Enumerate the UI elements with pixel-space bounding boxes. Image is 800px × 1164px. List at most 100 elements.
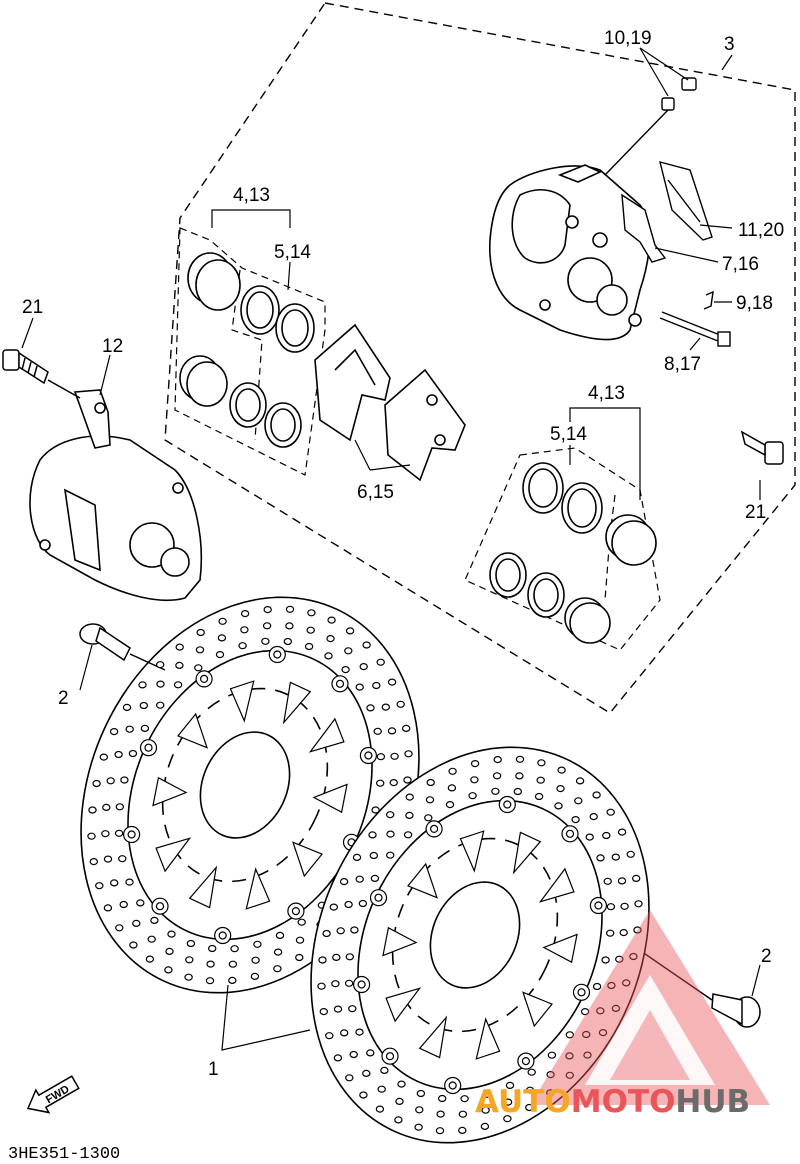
- disc-vent-hole: [376, 753, 386, 761]
- disc-rivet-center: [385, 1052, 395, 1061]
- disc-vent-hole: [295, 936, 305, 944]
- disc-vent-hole: [362, 641, 371, 649]
- disc-vent-hole: [557, 766, 566, 774]
- disc-vent-hole: [207, 944, 217, 953]
- disc-vent-hole: [132, 919, 141, 928]
- brake-disc-right: [310, 746, 650, 1144]
- disc-vent-hole: [602, 831, 611, 840]
- pad-pin: [659, 311, 731, 347]
- disc-vent-hole: [622, 979, 631, 987]
- disc-vent-hole: [483, 1090, 492, 1098]
- disc-carrier-window: [512, 831, 542, 875]
- disc-carrier-window: [312, 783, 348, 814]
- disc-carrier-window: [475, 1017, 501, 1060]
- disc-vent-hole: [238, 642, 247, 650]
- disc-vent-hole: [426, 778, 435, 787]
- pad-support-plate: [659, 161, 713, 241]
- disc-vent-hole: [147, 935, 156, 943]
- disc-vent-hole: [228, 960, 238, 968]
- disc-vent-hole: [326, 634, 335, 643]
- pistons-left: [179, 252, 241, 407]
- label-11-20: 11,20: [738, 220, 784, 241]
- label-8-17: 8,17: [664, 354, 701, 375]
- disc-vent-hole: [109, 879, 119, 887]
- disc-vent-hole: [329, 903, 338, 911]
- watermark-part3: HUB: [675, 1084, 750, 1120]
- disc-vent-hole: [218, 617, 227, 625]
- disc-vent-hole: [324, 652, 333, 660]
- disc-bolt-left: [79, 623, 166, 671]
- disc-vent-hole: [167, 930, 176, 938]
- disc-vent-hole: [352, 853, 362, 862]
- fwd-arrow-icon: FWD: [26, 1075, 80, 1114]
- disc-vent-hole: [348, 1005, 357, 1013]
- label-5-14-top: 5,14: [274, 242, 311, 263]
- disc-vent-hole: [155, 701, 165, 709]
- disc-vent-hole: [295, 953, 304, 962]
- disc-rivet-center: [565, 829, 575, 838]
- disc-vent-hole: [341, 665, 350, 674]
- disc-rivet-center: [364, 751, 373, 760]
- pistons-right: [564, 514, 657, 644]
- disc-vent-hole: [403, 776, 412, 784]
- disc-vent-hole: [468, 792, 477, 800]
- disc-vent-hole: [403, 831, 413, 839]
- disc-vent-hole: [629, 952, 638, 961]
- disc-vent-hole: [404, 750, 413, 758]
- disc-vent-hole: [415, 1106, 424, 1114]
- disc-vent-hole: [125, 725, 134, 733]
- disc-rivet-center: [335, 679, 345, 688]
- disc-vent-hole: [340, 1029, 349, 1037]
- caliper-mount-bolt-left: [2, 349, 81, 399]
- disc-vent-hole: [362, 1069, 371, 1078]
- label-5-14-right: 5,14: [550, 424, 587, 445]
- label-9-18: 9,18: [736, 293, 773, 314]
- disc-rivet-center: [155, 902, 165, 911]
- disc-vent-hole: [102, 803, 111, 812]
- disc-vent-hole: [416, 1089, 426, 1098]
- seals-right: [489, 462, 603, 618]
- disc-vent-hole: [527, 1068, 536, 1076]
- disc-vent-hole: [470, 759, 480, 768]
- label-21-left: 21: [22, 297, 43, 318]
- disc-vent-hole: [139, 701, 148, 710]
- disc-vent-hole: [115, 924, 124, 932]
- disc-vent-hole: [607, 981, 616, 990]
- disc-vent-hole: [95, 882, 104, 890]
- disc-rivet-center: [503, 800, 512, 809]
- disc-vent-hole: [505, 1081, 515, 1090]
- disc-rivet-center: [374, 893, 383, 902]
- disc-vent-hole: [358, 899, 368, 908]
- disc-vent-hole: [115, 803, 125, 811]
- disc-left-holes: [87, 605, 413, 985]
- disc-vent-hole: [196, 628, 205, 637]
- disc-vent-hole: [632, 874, 641, 883]
- disc-vent-hole: [565, 1031, 575, 1039]
- watermark-part1: AUTO: [475, 1084, 571, 1120]
- disc-vent-hole: [240, 609, 250, 618]
- disc-vent-hole: [371, 806, 380, 814]
- disc-vent-hole: [317, 982, 326, 990]
- disc-carrier-window: [308, 717, 345, 753]
- disc-vent-hole: [173, 681, 183, 689]
- disc-vent-hole: [240, 626, 249, 634]
- disc-vent-hole: [574, 797, 583, 805]
- watermark-part2: MOTO: [571, 1084, 676, 1120]
- disc-vent-hole: [525, 1086, 535, 1094]
- disc-vent-hole: [547, 1051, 557, 1059]
- disc-vent-hole: [447, 784, 457, 792]
- disc-vent-hole: [253, 940, 262, 948]
- disc-vent-hole: [355, 683, 364, 691]
- disc-rivet-center: [521, 1056, 531, 1066]
- disc-vent-hole: [458, 1126, 467, 1135]
- disc-vent-hole: [99, 753, 109, 761]
- disc-vent-hole: [596, 854, 605, 862]
- label-3: 3: [724, 34, 735, 55]
- disc-vent-hole: [515, 755, 525, 763]
- label-12: 12: [102, 336, 123, 357]
- disc-vent-hole: [331, 980, 340, 988]
- disc-vent-hole: [228, 976, 237, 985]
- disc-vent-hole: [615, 955, 624, 963]
- disc-vent-hole: [376, 779, 385, 787]
- disc-vent-hole: [492, 772, 502, 780]
